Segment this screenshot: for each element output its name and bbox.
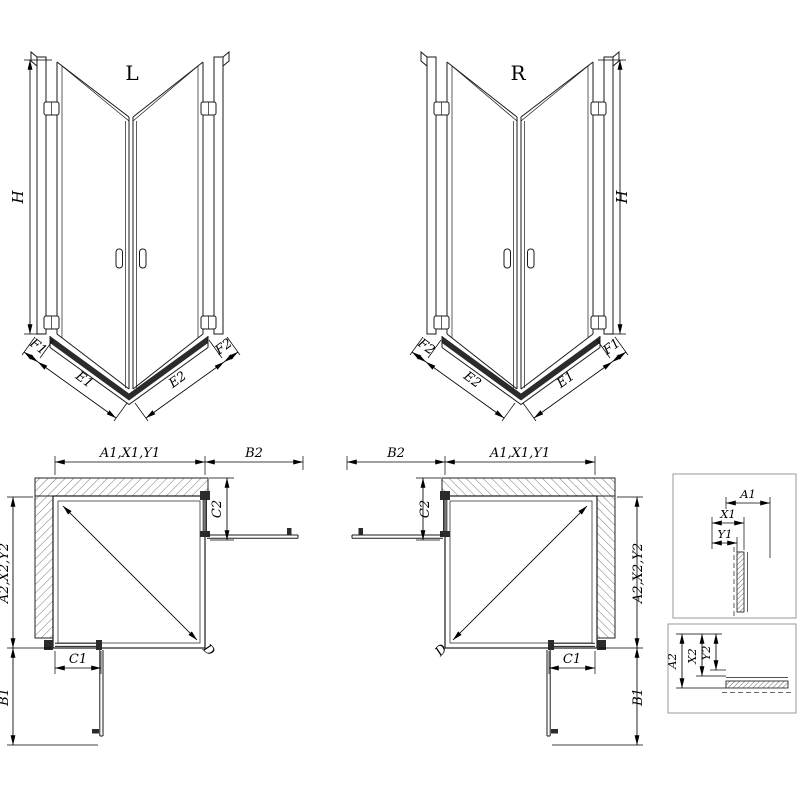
dim-label-b1-left: B1 (0, 688, 12, 707)
plan-view-left: A1,X1,Y1 B2 C2 A2,X2,Y2 B1 C1 D (0, 446, 303, 745)
dim-label-e2-right: E2 (460, 368, 484, 391)
dim-label-f2-right: F2 (414, 335, 438, 358)
detail-dimension-lines (711, 497, 771, 558)
dim-label-e2-left: E2 (166, 369, 190, 392)
plan-drawing-right (347, 456, 643, 745)
profile-section-drawing (722, 677, 792, 693)
detail-dim-label-x1: X1 (719, 507, 736, 521)
detail-dimension-lines (676, 633, 726, 689)
dim-label-c1-right: C1 (563, 652, 581, 667)
dim-label-a1x1y1-right: A1,X1,Y1 (489, 446, 550, 461)
detail-view-bottom: A2 X2 Y2 (665, 623, 797, 714)
dim-label-c2-left: C2 (210, 500, 225, 518)
detail-dim-label-y2: Y2 (699, 646, 713, 661)
dim-label-b2-right: B2 (386, 446, 405, 461)
iso-view-right: R H F2 E2 E1 F1 (410, 52, 631, 421)
detail-box-border (672, 473, 797, 619)
detail-box-border (667, 623, 797, 714)
iso-drawing-right (410, 52, 628, 421)
dim-label-a2x2y2-right: A2,X2,Y2 (631, 543, 646, 604)
profile-section-drawing (733, 547, 748, 616)
dim-label-c1-left: C1 (69, 652, 87, 667)
dim-label-height-left: H (9, 190, 27, 205)
iso-drawing-left (22, 52, 240, 421)
dim-label-f1-left: F1 (26, 335, 50, 358)
plan-drawing-left (7, 456, 303, 745)
detail-dim-label-a2: A2 (665, 653, 679, 670)
view-label-right: R (510, 61, 526, 85)
dim-label-f2-left: F2 (212, 336, 236, 359)
detail-view-top: A1 X1 Y1 (672, 473, 797, 619)
dim-label-b2-left: B2 (244, 446, 263, 461)
view-label-left: L (125, 61, 138, 85)
detail-dim-label-y1: Y1 (718, 527, 733, 541)
dim-label-c2-right: C2 (418, 500, 433, 518)
dim-label-height-right: H (613, 190, 631, 205)
dim-label-a1x1y1-left: A1,X1,Y1 (99, 446, 160, 461)
detail-dim-label-a1: A1 (739, 487, 756, 501)
dim-label-a2x2y2-left: A2,X2,Y2 (0, 543, 12, 604)
dim-label-b1-right: B1 (631, 688, 646, 707)
dim-label-f1-right: F1 (600, 336, 624, 359)
detail-dim-label-x2: X2 (685, 648, 699, 665)
iso-view-left: L H F1 E1 E2 F2 (9, 52, 240, 421)
plan-view-right: B2 A1,X1,Y1 C2 A2,X2,Y2 B1 C1 D (347, 446, 646, 745)
